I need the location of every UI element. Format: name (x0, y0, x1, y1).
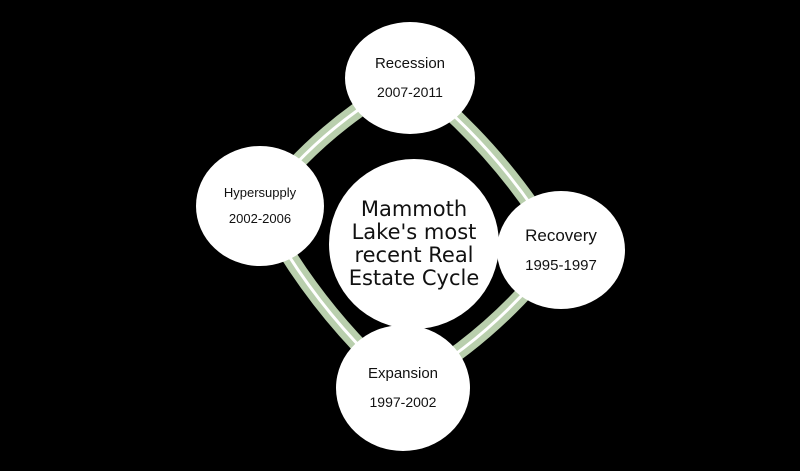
stage-hypersupply-years: 2002-2006 (228, 211, 292, 227)
stage-recovery-years: 1995-1997 (525, 256, 597, 274)
stage-expansion-label: Expansion (367, 365, 439, 383)
stage-recession: Recession 2007-2011 (345, 22, 475, 134)
stage-recession-years: 2007-2011 (377, 83, 443, 100)
center-label: Mammoth Lake's most recent Real Estate C… (348, 197, 480, 290)
stage-recession-label: Recession (374, 55, 446, 73)
stage-hypersupply-label: Hypersupply (223, 185, 297, 201)
stage-expansion: Expansion 1997-2002 (336, 325, 470, 451)
center-circle: Mammoth Lake's most recent Real Estate C… (329, 159, 499, 329)
stage-recovery: Recovery 1995-1997 (497, 191, 625, 309)
stage-expansion-years: 1997-2002 (369, 393, 437, 410)
stage-recovery-label: Recovery (525, 226, 597, 246)
stage-hypersupply: Hypersupply 2002-2006 (196, 146, 324, 266)
